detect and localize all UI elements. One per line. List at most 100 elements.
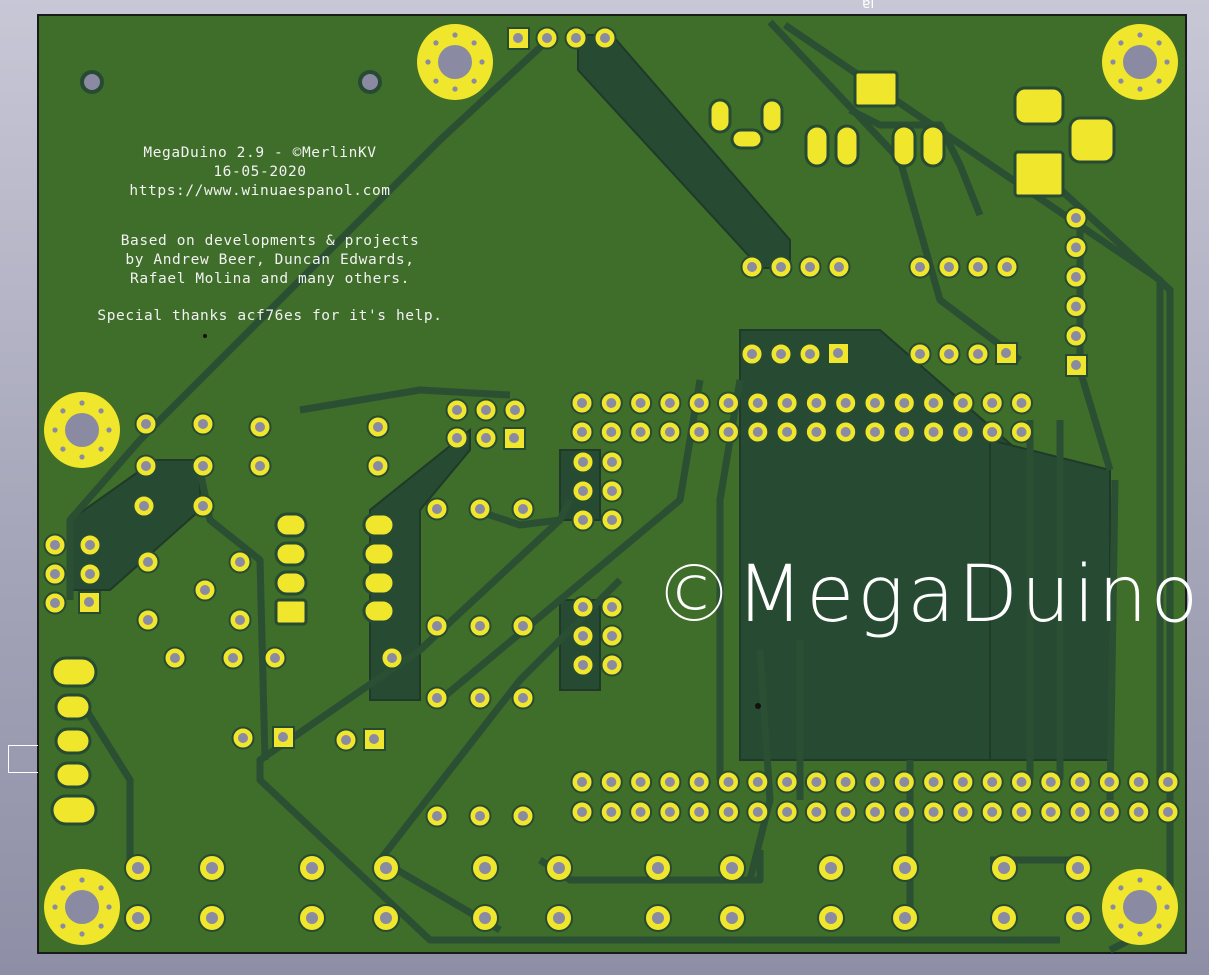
pad-drill [578,457,588,467]
pad-drill [1072,912,1084,924]
credit-line: https://www.winuaespanol.com [129,183,391,199]
pad-drill [577,807,587,817]
pad-drill [928,427,939,437]
pad-drill [139,501,149,511]
based-on-line: Rafael Molina and many others. [130,271,410,287]
pad-drill [85,569,95,579]
pad-drill [255,461,265,471]
pad-drill [432,621,442,631]
oval-pad [50,656,98,688]
pad-drill [607,631,617,641]
pad-drill [577,398,587,408]
mounting-via [1118,923,1124,929]
edge-silkscreen-mark: ɐl [862,0,875,12]
power-pad [1013,86,1065,126]
pad-drill [928,398,939,408]
pad-drill [723,398,734,408]
pad-drill [987,807,998,817]
pad-drill [1104,777,1115,787]
pad-drill [870,807,880,817]
pad-drill [475,621,485,631]
pad-drill [664,398,675,408]
mounting-via [425,59,431,65]
pad-drill [944,349,954,359]
pad-drill [479,862,491,874]
pad-drill [607,486,617,496]
pad-drill [1016,777,1027,787]
oval-pad [274,598,308,626]
mounting-via [479,59,485,65]
board-edge-outline-fragment [8,745,38,773]
pad-drill [944,262,954,272]
mounting-via [433,40,439,46]
oval-pad [50,794,98,826]
credit-line: MegaDuino 2.9 - ©MerlinKV [143,145,377,161]
oval-pad [362,512,396,538]
pad-drill [518,811,528,821]
pad-drill [726,862,738,874]
pad-drill [987,398,998,408]
pad-drill [475,811,485,821]
pad-drill [1075,807,1086,817]
pad-drill [132,862,144,874]
pad-drill [899,862,911,874]
oval-pads [50,70,1116,826]
pad-drill [518,693,528,703]
pad-drill [132,912,144,924]
pad-drill [782,398,793,408]
pad-drill [607,660,617,670]
pad-drill [987,777,998,787]
pad-drill [141,461,151,471]
oval-pad [708,98,732,134]
oval-pad [362,570,396,596]
pad-drill [1071,301,1081,312]
pad-drill [373,461,383,471]
mounting-via [98,446,104,452]
power-pad [1068,116,1116,164]
pad-drill [198,461,208,471]
pad-drill [811,398,822,408]
pad-drill [606,807,617,817]
pad-drill [373,422,383,432]
mounting-via [98,923,104,929]
pad-drill [143,615,153,625]
pad-drill [341,735,351,745]
pad-drill [635,777,646,787]
oval-pad [920,124,946,168]
mounting-via [106,427,112,433]
silkscreen-dot [755,703,761,709]
silkscreen-dot [203,334,207,338]
pad-drill [553,912,565,924]
pad-drill [143,557,153,567]
mounting-via [79,400,85,406]
pad-drill [811,427,822,437]
mounting-via [106,904,112,910]
dc-jack-pad [853,70,899,108]
pad-drill [776,349,786,359]
pad-drill [752,807,763,817]
credit-line: 16-05-2020 [213,164,307,180]
pad-drill [606,777,617,787]
pad-drill [723,777,734,787]
pad-drill [607,515,617,525]
pad-drill [141,419,151,429]
pad-drill [1002,262,1012,272]
pad-drill [825,912,837,924]
oval-pad [274,512,308,538]
pad-drill [1045,807,1056,817]
pad-drill [811,777,822,787]
oval-pad [891,124,917,168]
pad-drill [694,427,705,437]
pad-drill [915,262,925,272]
mounting-via [60,446,66,452]
pad-drill [811,807,822,817]
oval-pad [362,598,396,624]
pad-drill [1075,777,1086,787]
mounting-via [1110,904,1116,910]
pad-drill [306,862,318,874]
pad-drill [870,427,880,437]
oval-pad [362,541,396,567]
mounting-via [52,427,58,433]
mounting-via [1156,78,1162,84]
